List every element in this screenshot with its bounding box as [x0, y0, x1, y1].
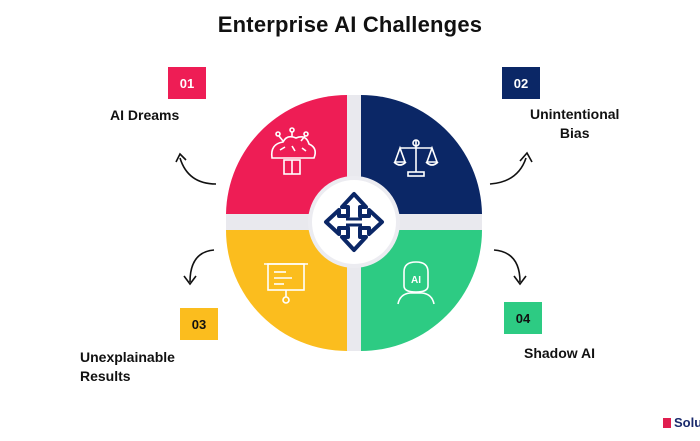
compass-arrows-icon [324, 192, 384, 252]
badge-04: 04 [504, 302, 542, 334]
badge-02: 02 [502, 67, 540, 99]
label-ai-dreams: AI Dreams [110, 107, 180, 123]
arrow-04 [493, 249, 527, 286]
label-shadow-ai: Shadow AI [524, 345, 596, 361]
quadrant-01 [226, 94, 347, 214]
presentation-board-icon [264, 263, 308, 304]
arrow-03 [183, 249, 215, 286]
balance-scale-icon [393, 139, 439, 177]
arrow-01 [175, 152, 217, 185]
arrow-02 [489, 151, 533, 185]
svg-text:AI: AI [411, 275, 421, 286]
brand-logo: Solu [663, 415, 700, 430]
page-title: Enterprise AI Challenges [217, 12, 483, 37]
label-unexplainable-results: Unexplainable Results [80, 349, 175, 384]
mushroom-cloud-brain-icon [270, 127, 316, 175]
brand-text: Solu [674, 415, 700, 430]
badge-03: 03 [180, 308, 218, 340]
badge-01: 01 [168, 67, 206, 99]
quadrant-04 [361, 230, 482, 351]
label-unintentional-bias: Unintentional Bias [530, 106, 620, 141]
brand-icon [663, 417, 671, 428]
center-circle [308, 176, 400, 268]
quadrant-02 [361, 95, 482, 214]
ai-person-icon: AI [397, 261, 435, 305]
